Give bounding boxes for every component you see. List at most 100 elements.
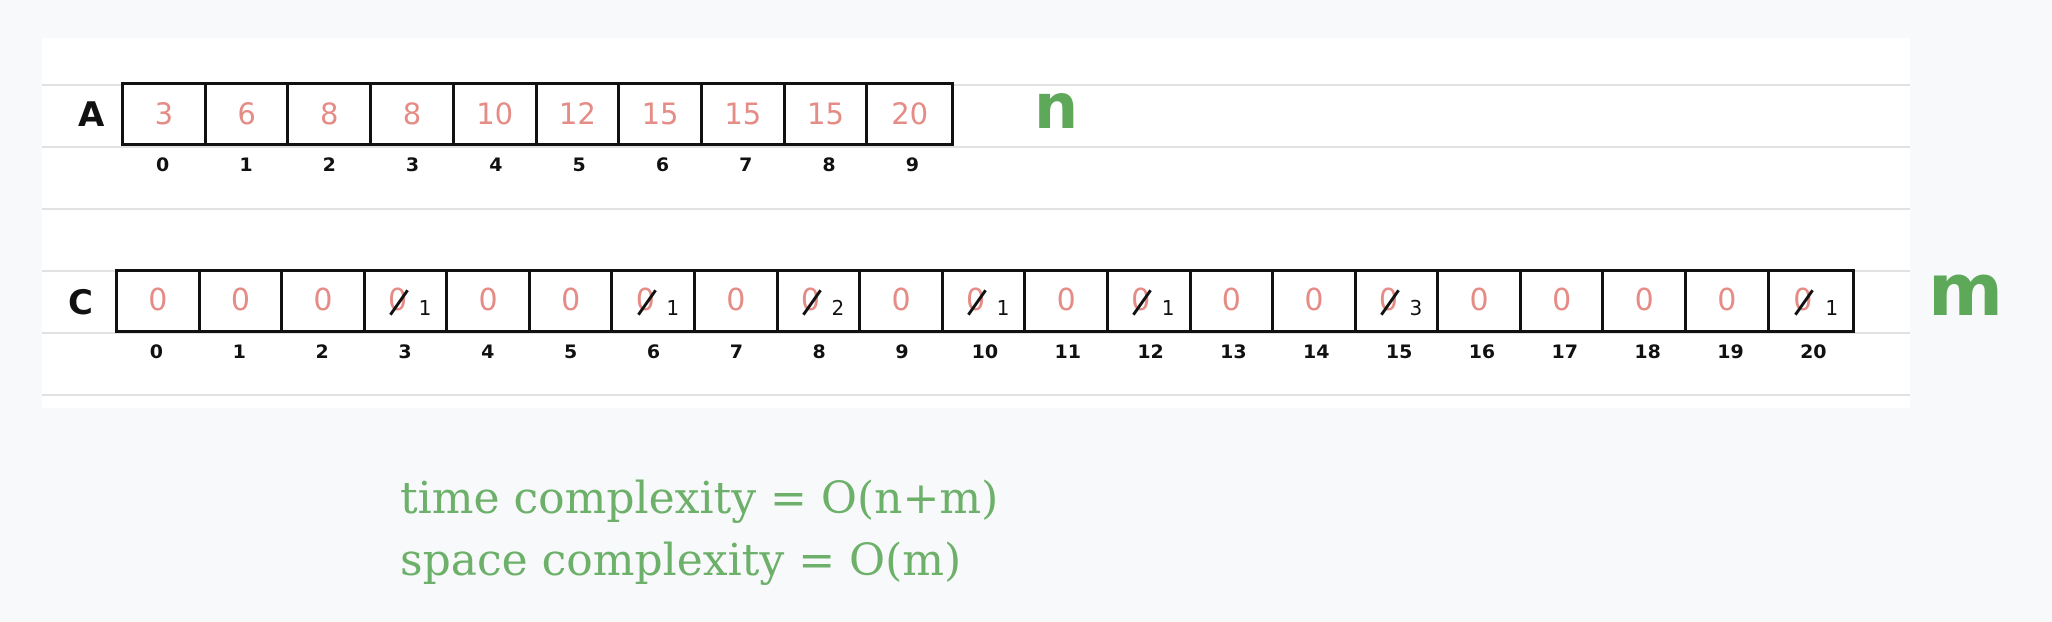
array-c-cell: 0 (531, 272, 614, 330)
array-c-count: 1 (666, 296, 680, 320)
array-c-initial-value: 0 (479, 286, 498, 316)
array-c-cell: 0 (1192, 272, 1275, 330)
array-c-cell: 0 (1604, 272, 1687, 330)
array-c-initial-value: 0 (801, 286, 822, 316)
array-c-initial-value: 0 (1222, 286, 1241, 316)
array-a-value: 8 (320, 96, 339, 131)
array-c-index: 2 (315, 341, 329, 363)
array-c-value-text: 0 (1717, 283, 1737, 318)
array-c-count: 1 (418, 296, 432, 320)
array-a-index: 3 (405, 154, 420, 176)
m-size-label: m (1928, 248, 2004, 332)
array-a-index: 0 (156, 154, 170, 176)
array-c-cell: 01 (613, 272, 697, 330)
array-c-cell: 0 (1687, 272, 1770, 330)
array-c-value-text: 0 (726, 283, 746, 318)
array-c-value-text: 0 (1634, 283, 1654, 318)
array-c-value-text: 0 (1304, 283, 1324, 318)
array-a-value: 8 (402, 96, 422, 131)
array-c-value-text: 0 (230, 283, 250, 318)
array-c-initial-value: 0 (1793, 286, 1815, 316)
array-c-index: 15 (1385, 341, 1413, 363)
array-c-cell: 0 (201, 272, 284, 330)
array-c-index: 19 (1717, 341, 1744, 363)
array-a-index: 5 (572, 154, 586, 176)
array-c-cell: 0 (1522, 272, 1605, 330)
array-c-initial-value: 0 (966, 286, 987, 316)
array-c-count: 1 (996, 296, 1010, 320)
array-c-cell: 02 (779, 272, 862, 330)
ruled-line (42, 146, 1910, 148)
ruled-line (42, 208, 1910, 210)
array-c-initial-value: 0 (148, 286, 167, 316)
array-c-index: 6 (646, 341, 661, 363)
array-a-cell: 15 (620, 85, 703, 143)
array-a-cell: 15 (703, 85, 786, 143)
array-c-value-text: 0 (1056, 283, 1076, 318)
array-c-initial-value: 0 (1552, 286, 1571, 316)
array-c-initial-value: 0 (561, 286, 580, 316)
array-c-value-text: 0 (1552, 283, 1572, 318)
array-c-index: 5 (564, 341, 578, 363)
array-a-label: A (78, 95, 105, 135)
array-c-index: 4 (481, 341, 495, 363)
array-a-value: 10 (476, 96, 514, 131)
array-c-index: 16 (1468, 341, 1496, 363)
array-c-initial-value: 0 (1304, 286, 1323, 316)
array-a-cell: 8 (289, 85, 373, 143)
array-c-index: 13 (1220, 341, 1247, 363)
array-a-index: 1 (239, 154, 253, 176)
array-c-initial-value: 0 (388, 286, 409, 316)
array-a-cell: 3 (124, 85, 207, 143)
array-c-index: 1 (232, 341, 246, 363)
array-c-cell: 0 (1026, 272, 1109, 330)
array-c-index: 11 (1054, 341, 1081, 363)
array-c-cell: 03 (1357, 272, 1440, 330)
array-a-index: 8 (822, 154, 836, 176)
ruled-line (42, 332, 1910, 334)
array-c-cell: 01 (1109, 272, 1192, 330)
array-a-value: 3 (154, 96, 174, 131)
array-c-value-text: 0 (1469, 283, 1489, 318)
array-c-cell: 01 (366, 272, 449, 330)
array-a-value: 15 (724, 96, 762, 131)
array-c-cell: 0 (1439, 272, 1522, 330)
array-a-index: 6 (655, 154, 670, 176)
array-a-value: 6 (237, 96, 256, 131)
space-complexity-text: space complexity = O(m) (400, 535, 962, 586)
array-a-index: 2 (322, 154, 336, 176)
array-a-cell: 20 (868, 85, 951, 143)
array-c-cell: 0 (696, 272, 779, 330)
array-c-count: 2 (831, 296, 845, 320)
time-complexity-text: time complexity = O(n+m) (400, 473, 999, 524)
array-a-value: 20 (891, 96, 929, 131)
array-c-initial-value: 0 (726, 286, 745, 316)
array-c-cell: 0 (861, 272, 944, 330)
array-a-index: 7 (739, 154, 753, 176)
array-c-initial-value: 0 (1717, 286, 1736, 316)
array-c-index: 3 (398, 341, 412, 363)
array-c-value-text: 0 (478, 283, 498, 318)
array-c-count: 3 (1409, 296, 1423, 320)
array-c-initial-value: 0 (1131, 286, 1153, 316)
array-a-index: 4 (489, 154, 503, 176)
array-c-initial-value: 0 (231, 286, 250, 316)
array-c-index: 9 (895, 341, 909, 363)
ruled-line (42, 394, 1910, 396)
array-c-index: 7 (729, 341, 743, 363)
array-a-cell: 10 (455, 85, 538, 143)
array-c-cell: 01 (1770, 272, 1853, 330)
array-c-initial-value: 0 (1379, 286, 1400, 316)
array-c-value-text: 0 (313, 283, 333, 318)
array-c-index: 8 (812, 341, 826, 363)
array-c-value-text: 0 (148, 283, 168, 318)
array-a-cell: 15 (786, 85, 869, 143)
complexity-notes: time complexity = O(n+m) space complexit… (400, 468, 998, 592)
array-c-initial-value: 0 (891, 286, 910, 316)
array-c-initial-value: 0 (1635, 286, 1654, 316)
array-c: 0000100010020010010003000001 (115, 269, 1855, 333)
ruled-line (42, 84, 1910, 86)
